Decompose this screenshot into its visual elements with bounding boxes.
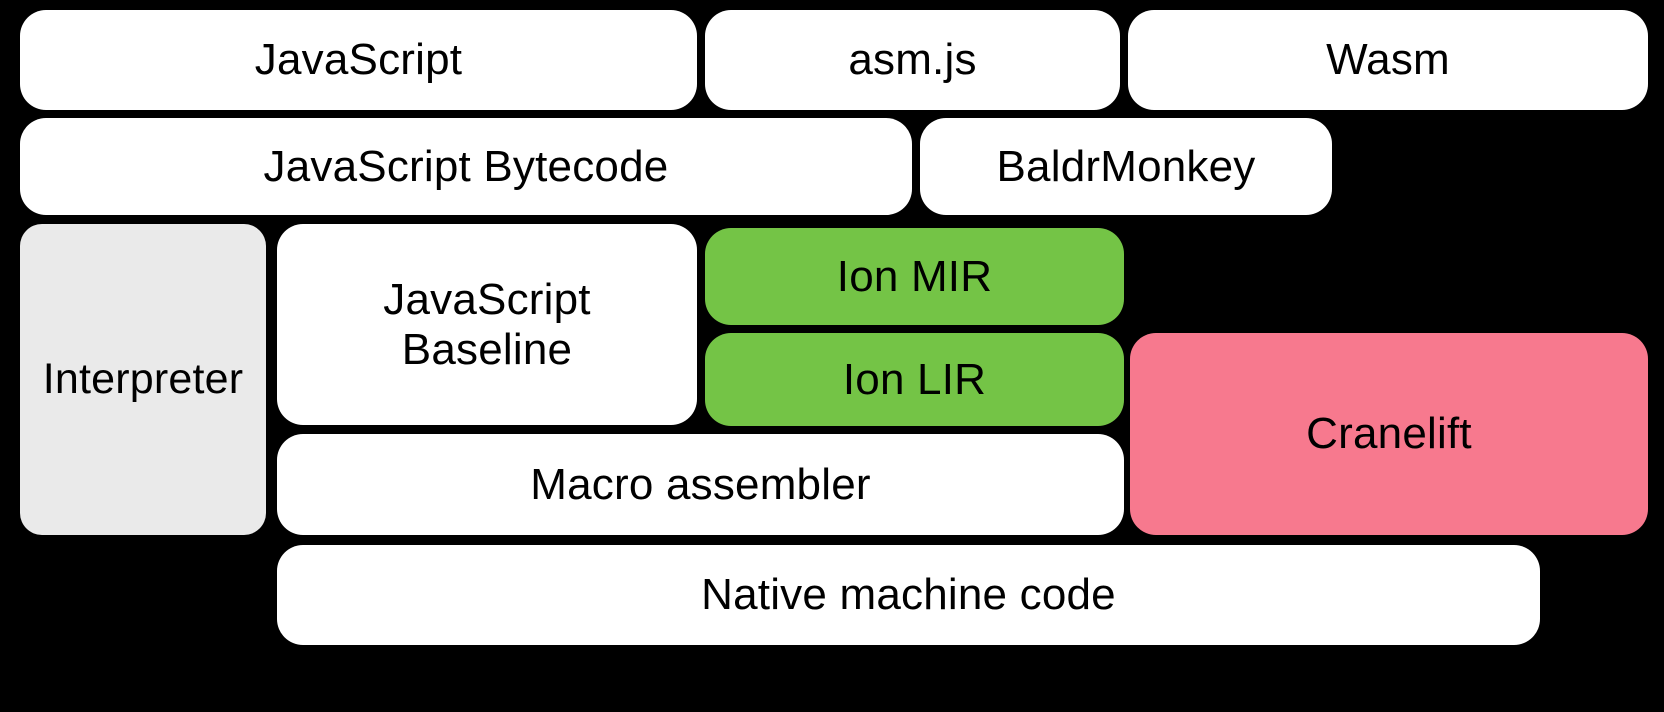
node-macro-assembler[interactable]: Macro assembler	[277, 434, 1124, 535]
node-ion-mir[interactable]: Ion MIR	[705, 228, 1124, 325]
node-interpreter[interactable]: Interpreter	[20, 224, 266, 535]
node-cranelift[interactable]: Cranelift	[1130, 333, 1648, 535]
node-baldrmonkey[interactable]: BaldrMonkey	[920, 118, 1332, 215]
node-wasm[interactable]: Wasm	[1128, 10, 1648, 110]
node-native-machine-code[interactable]: Native machine code	[277, 545, 1540, 645]
node-javascript-bytecode[interactable]: JavaScript Bytecode	[20, 118, 912, 215]
node-ion-lir[interactable]: Ion LIR	[705, 333, 1124, 426]
node-javascript-baseline[interactable]: JavaScript Baseline	[277, 224, 697, 425]
node-asmjs[interactable]: asm.js	[705, 10, 1120, 110]
node-javascript[interactable]: JavaScript	[20, 10, 697, 110]
